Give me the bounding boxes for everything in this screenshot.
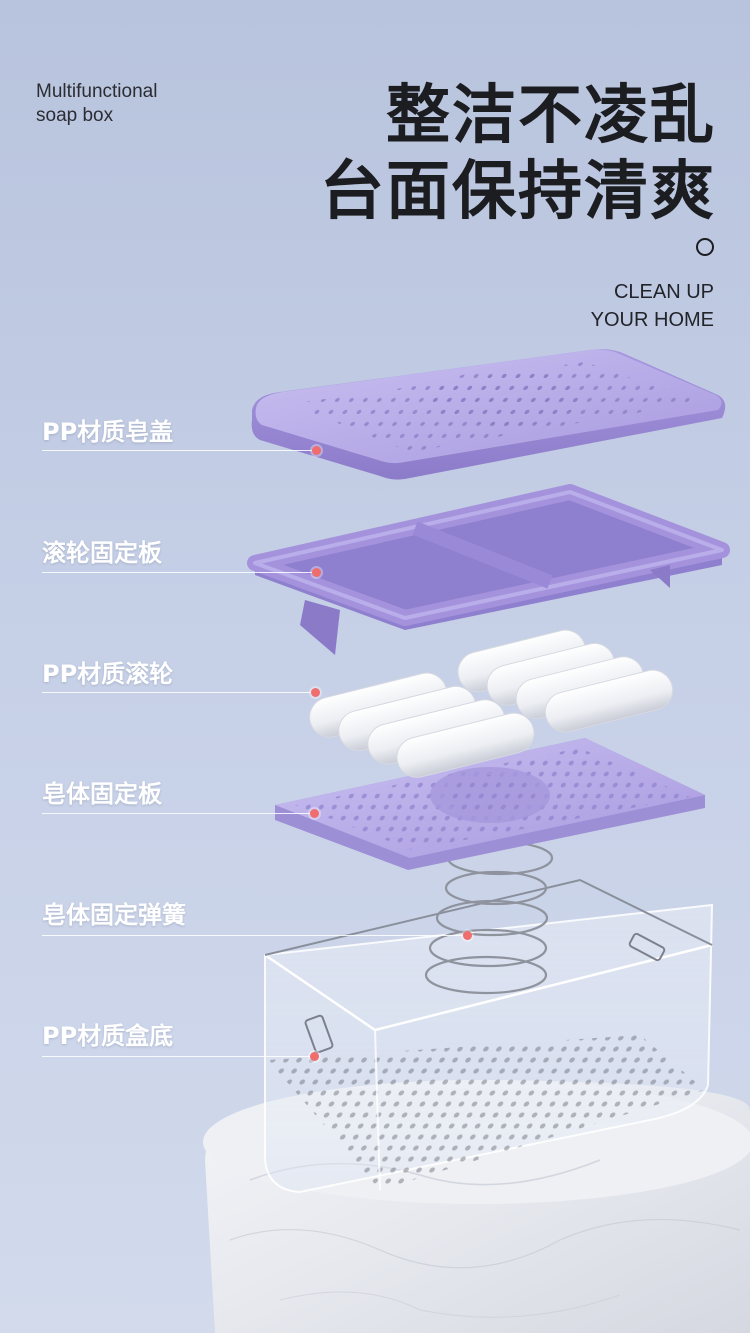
callout-dot-box-base (310, 1052, 319, 1061)
callout-dot-roller-frame (312, 568, 321, 577)
part-label-roller-frame: 滚轮固定板 (42, 539, 162, 567)
subtitle-line-2: soap box (36, 105, 114, 126)
callout-line-rollers (42, 692, 314, 693)
callout-line-soap-lid (42, 450, 314, 451)
part-label-spring: 皂体固定弹簧 (42, 901, 186, 929)
circle-icon (696, 238, 714, 256)
callout-dot-spring (463, 931, 472, 940)
headline: 整洁不凌乱 台面保持清爽 (320, 78, 716, 230)
part-label-box-base: PP材质盒底 (42, 1022, 174, 1050)
callout-line-box-base (42, 1056, 314, 1057)
tagline: CLEAN UP YOUR HOME (591, 278, 714, 334)
callout-dot-soap-holder-plate (310, 809, 319, 818)
headline-line-2: 台面保持清爽 (320, 155, 716, 229)
part-label-soap-lid: PP材质皂盖 (42, 418, 174, 446)
callout-line-spring (42, 935, 469, 936)
subtitle-line-1: Multifunctional (36, 81, 158, 102)
headline-line-1: 整洁不凌乱 (386, 79, 716, 153)
soap-holder-plate (275, 738, 705, 870)
part-label-rollers: PP材质滚轮 (42, 660, 174, 688)
callout-line-roller-frame (42, 572, 314, 573)
subtitle: Multifunctional soap box (36, 80, 157, 128)
clear-box-base (264, 878, 714, 1194)
tagline-line-2: YOUR HOME (590, 309, 714, 331)
part-label-soap-holder-plate: 皂体固定板 (42, 780, 162, 808)
soap-lid (251, 349, 726, 480)
callout-dot-soap-lid (312, 446, 321, 455)
callout-line-soap-holder-plate (42, 813, 314, 814)
tagline-line-1: CLEAN UP (613, 281, 714, 303)
rollers (309, 629, 674, 778)
callout-dot-rollers (311, 688, 320, 697)
roller-frame (247, 484, 730, 655)
